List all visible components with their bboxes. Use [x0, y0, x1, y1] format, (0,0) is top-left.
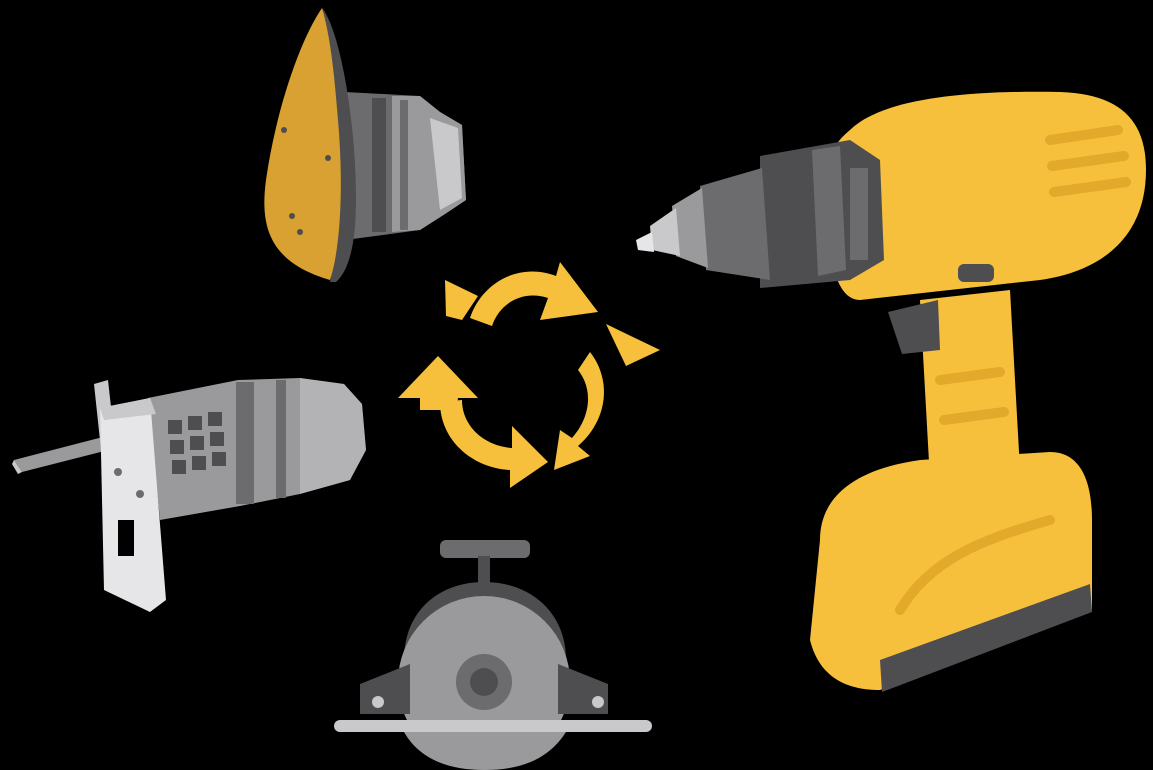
jigsaw-icon	[12, 378, 366, 612]
circular-saw-icon	[334, 540, 652, 770]
sander-icon	[264, 8, 466, 282]
drill-icon	[636, 92, 1146, 692]
recycle-arrows-icon	[398, 262, 660, 488]
